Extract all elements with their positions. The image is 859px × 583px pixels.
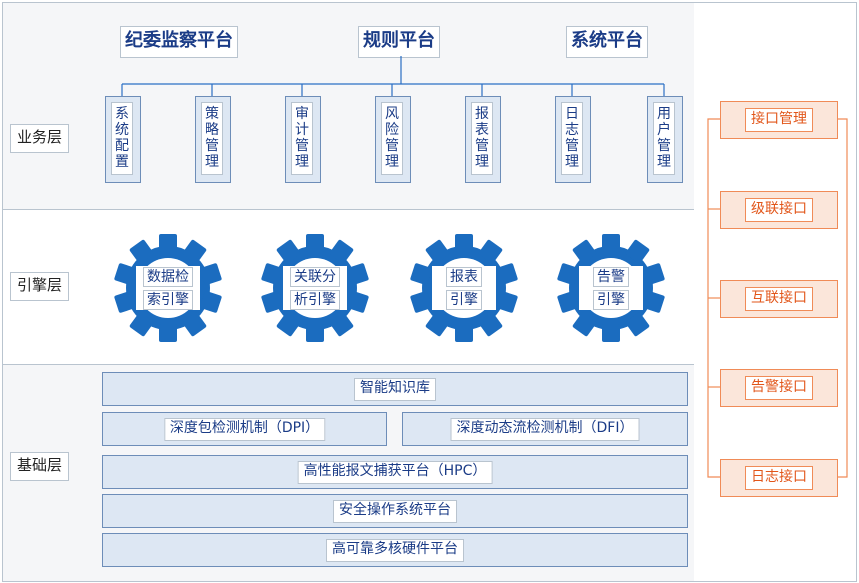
- interface-label: 互联接口: [745, 287, 813, 311]
- engine-label-line1: 关联分: [290, 266, 340, 287]
- foundation-dfi: 深度动态流检测机制（DFI）: [402, 412, 688, 446]
- interface-alarm: 告警接口: [720, 369, 838, 407]
- module-connector-lines: [121, 56, 665, 96]
- module-label: 系统配置: [111, 102, 133, 175]
- interface-management: 接口管理: [720, 101, 838, 139]
- module-user-management: 用户管理: [647, 96, 683, 183]
- platform-system: 系统平台: [566, 26, 648, 58]
- foundation-label: 深度动态流检测机制（DFI）: [450, 418, 640, 441]
- foundation-dpi: 深度包检测机制（DPI）: [102, 412, 387, 446]
- module-audit-management: 审计管理: [285, 96, 321, 183]
- interface-label: 告警接口: [745, 376, 813, 400]
- foundation-hpc: 高性能报文捕获平台（HPC）: [102, 455, 688, 489]
- interface-label: 接口管理: [745, 108, 813, 132]
- foundation-hardware: 高可靠多核硬件平台: [102, 533, 688, 567]
- engine-label-line2: 引擎: [446, 289, 482, 310]
- interface-log: 日志接口: [720, 459, 838, 497]
- engine-correlation-analysis: 关联分 析引擎: [260, 234, 370, 342]
- platform-rules: 规则平台: [358, 26, 440, 58]
- module-report-management: 报表管理: [465, 96, 501, 183]
- module-log-management: 日志管理: [555, 96, 591, 183]
- foundation-label: 安全操作系统平台: [333, 500, 457, 523]
- interface-bracket-lines: [707, 118, 848, 478]
- foundation-knowledge-base: 智能知识库: [102, 372, 688, 406]
- module-label: 策略管理: [201, 102, 223, 175]
- engine-data-retrieval: 数据检 索引擎: [113, 234, 223, 342]
- engine-label-line1: 报表: [446, 266, 482, 287]
- engine-label-line2: 索引擎: [143, 289, 193, 310]
- business-layer-label: 业务层: [10, 124, 70, 153]
- module-system-config: 系统配置: [105, 96, 141, 183]
- module-policy-management: 策略管理: [195, 96, 231, 183]
- foundation-label: 智能知识库: [354, 378, 436, 401]
- engine-layer-label: 引擎层: [10, 272, 70, 301]
- module-label: 风险管理: [381, 102, 403, 175]
- engine-label-line1: 告警: [593, 266, 629, 287]
- interface-cascade: 级联接口: [720, 191, 838, 229]
- engine-report: 报表 引擎: [409, 234, 519, 342]
- foundation-label: 高可靠多核硬件平台: [326, 539, 464, 562]
- module-label: 审计管理: [291, 102, 313, 175]
- engine-label-line2: 引擎: [593, 289, 629, 310]
- interface-label: 日志接口: [745, 466, 813, 490]
- interface-label: 级联接口: [745, 198, 813, 222]
- foundation-layer-label: 基础层: [10, 452, 70, 481]
- foundation-label: 高性能报文捕获平台（HPC）: [297, 461, 493, 484]
- foundation-secure-os: 安全操作系统平台: [102, 494, 688, 528]
- module-label: 日志管理: [561, 102, 583, 175]
- platform-discipline-inspection: 纪委监察平台: [120, 26, 238, 58]
- module-label: 用户管理: [653, 102, 675, 175]
- engine-label-line1: 数据检: [143, 266, 193, 287]
- interface-interconnect: 互联接口: [720, 280, 838, 318]
- engine-alarm: 告警 引擎: [556, 234, 666, 342]
- module-label: 报表管理: [471, 102, 493, 175]
- engine-label-line2: 析引擎: [290, 289, 340, 310]
- foundation-label: 深度包检测机制（DPI）: [163, 418, 326, 441]
- module-risk-management: 风险管理: [375, 96, 411, 183]
